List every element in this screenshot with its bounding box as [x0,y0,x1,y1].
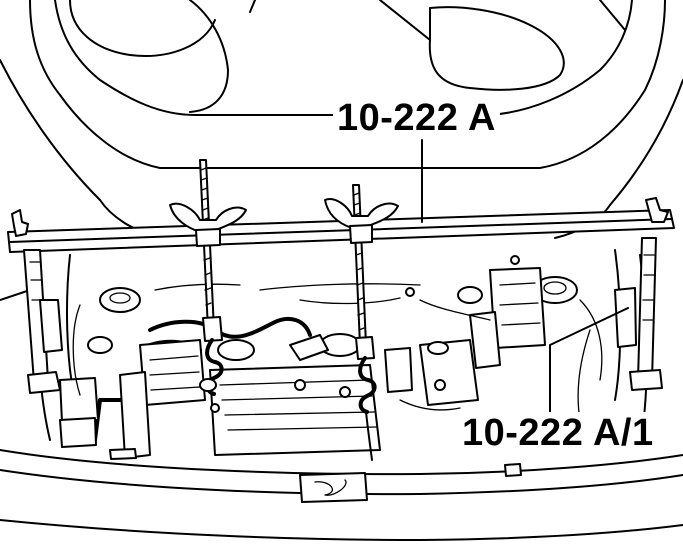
left-support-leg [23,249,63,394]
right-support-leg [614,237,663,391]
support-adapter-label: 10-222 A/1 [458,412,658,454]
left-hook-spindle [169,159,247,396]
support-bridge-bar [7,197,675,253]
open-bonnet [0,0,683,206]
right-hook-spindle [324,184,399,461]
support-bridge-label: 10-222 A [333,97,500,139]
engine-components [59,255,603,503]
